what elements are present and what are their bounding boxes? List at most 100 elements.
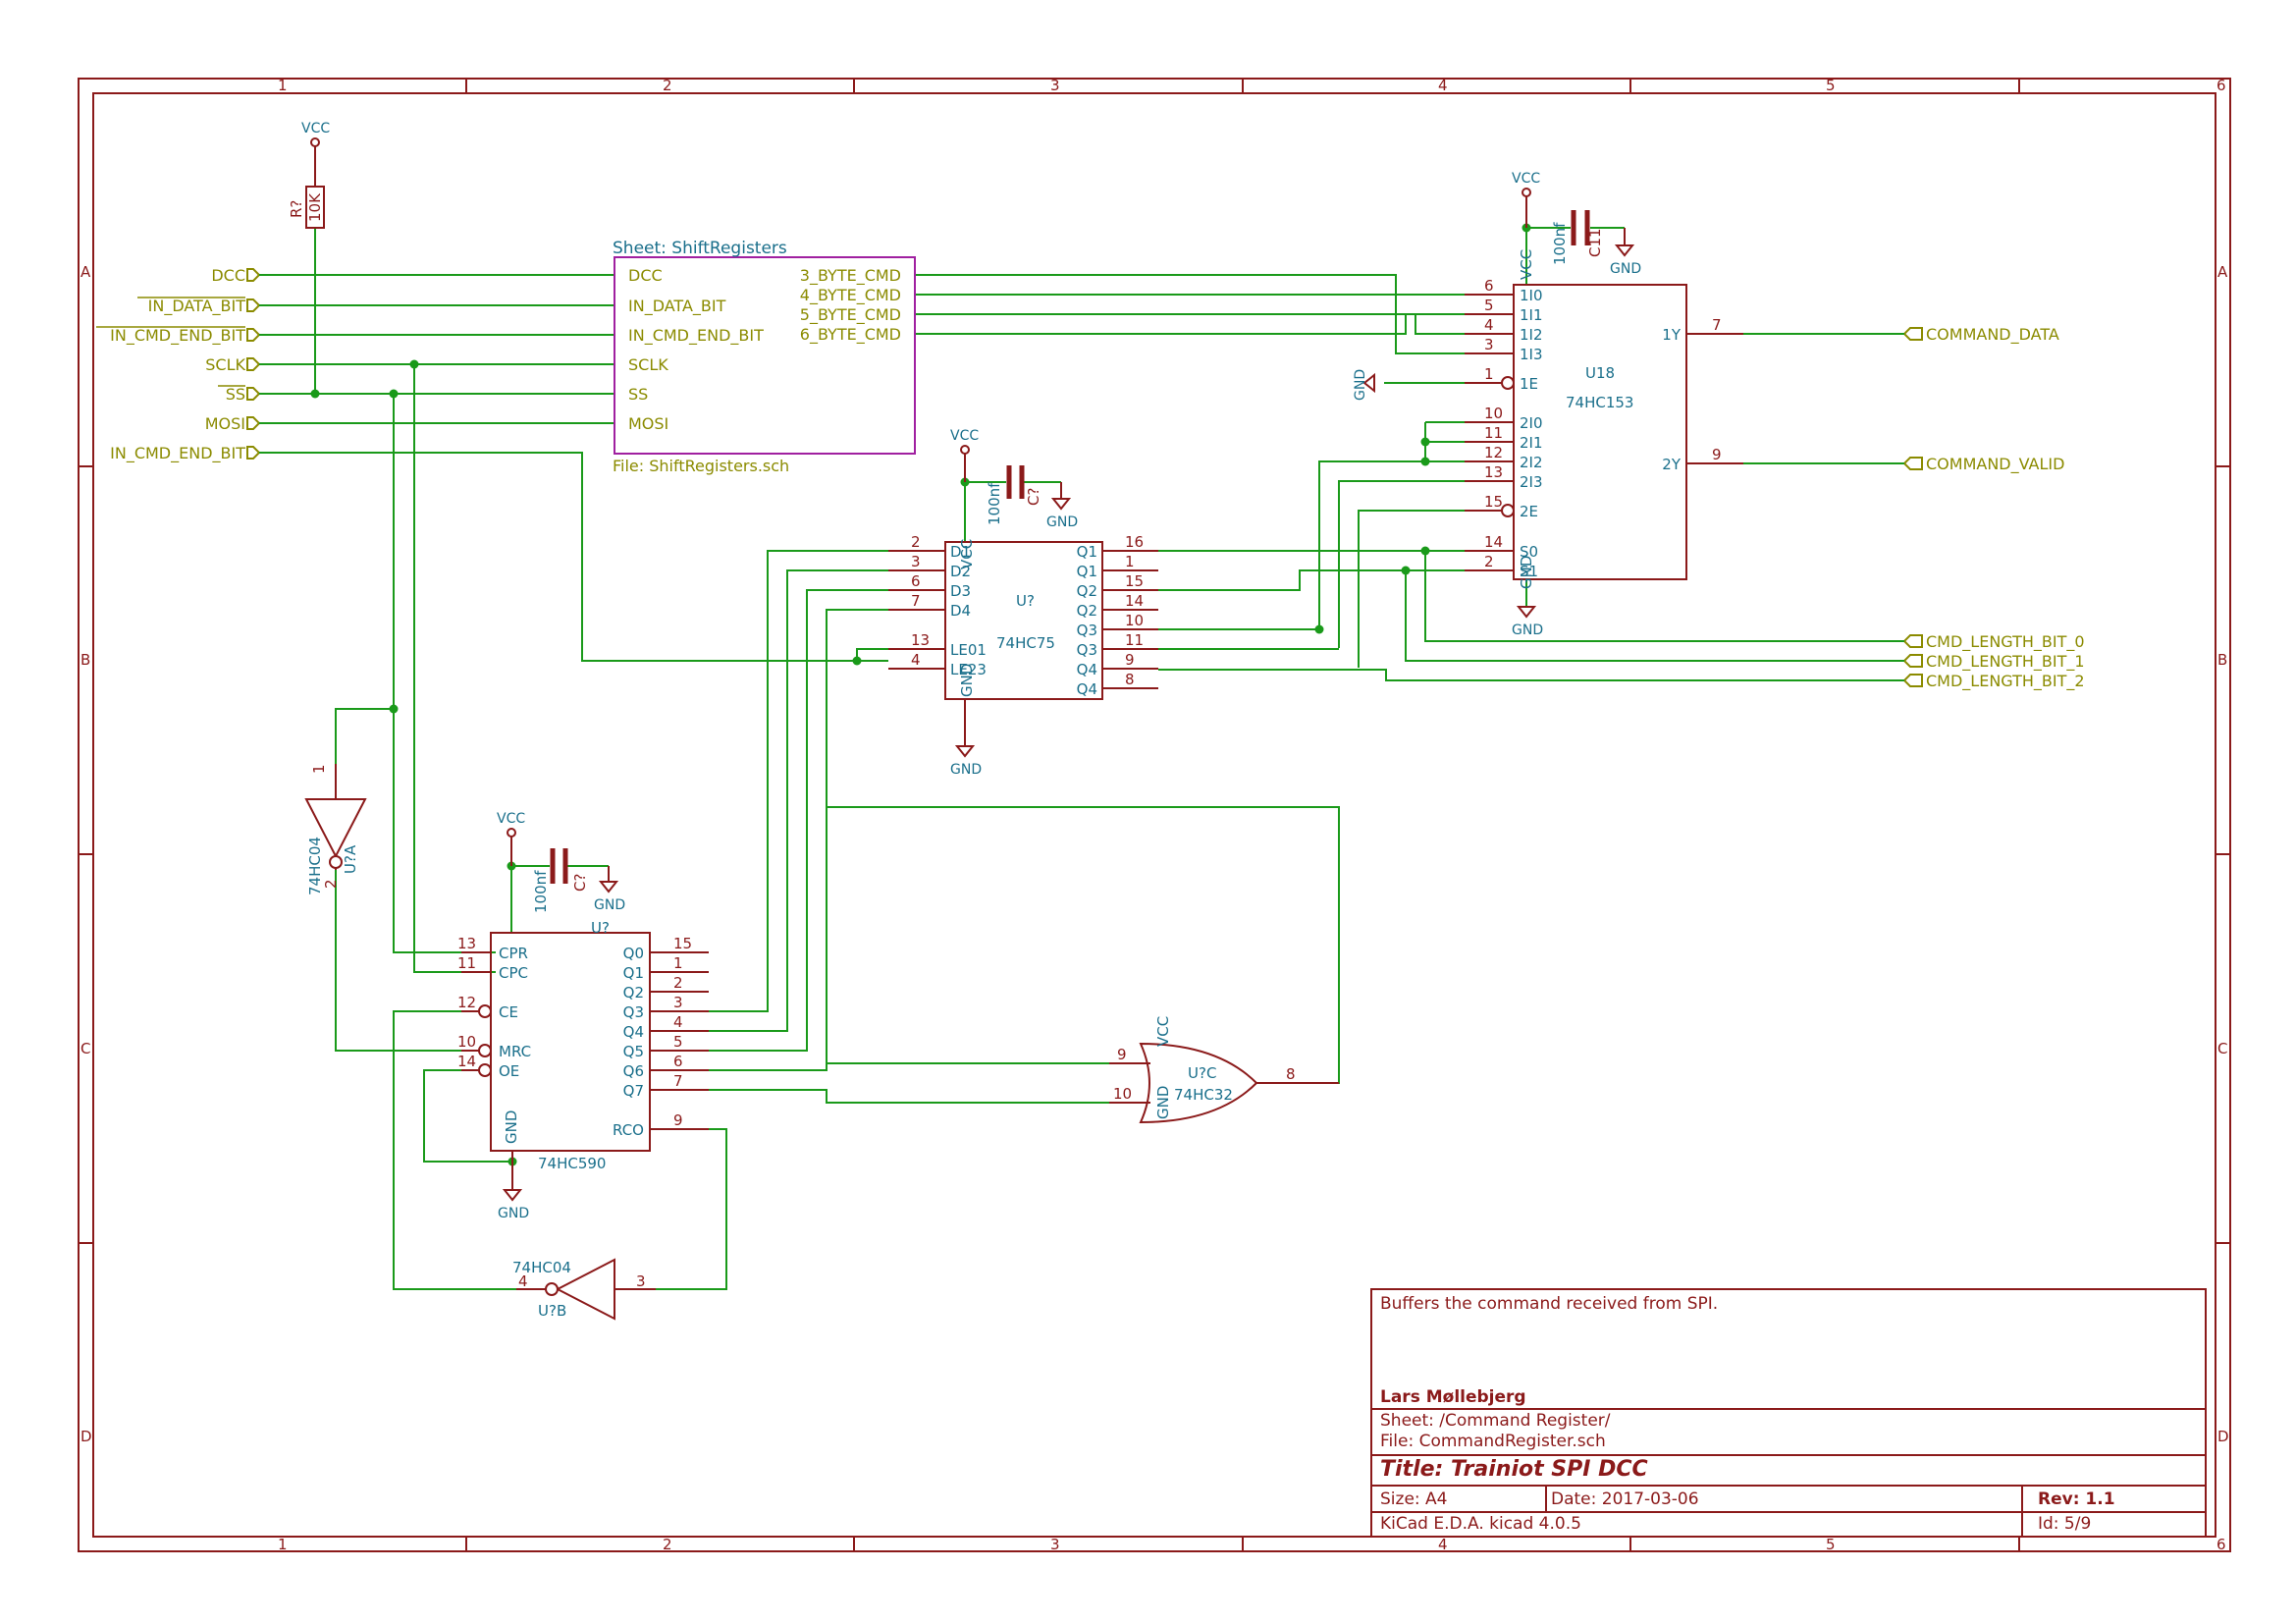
inv-b-part: 74HC04 <box>512 1259 571 1276</box>
u590-part: 74HC590 <box>538 1155 606 1172</box>
right-labels: COMMAND_DATA COMMAND_VALID CMD_LENGTH_BI… <box>1902 325 2085 691</box>
col-label: 2 <box>663 77 672 94</box>
u75-part: 74HC75 <box>996 634 1055 652</box>
sheet-pin-6-byte-cmd: 6_BYTE_CMD <box>800 325 901 345</box>
u75-pin-name: Q2 <box>1077 582 1097 600</box>
or-gate-u-c[interactable]: 9 10 8 U?C 74HC32 VCC GND <box>1109 1016 1339 1124</box>
u75-pin-name: Q4 <box>1077 661 1097 678</box>
ic-u18-74hc153[interactable]: U18 74HC153 61I051I141I231I311E102I0112I… <box>1465 249 1743 589</box>
tb-file: File: CommandRegister.sch <box>1380 1432 1606 1451</box>
col-label: 1 <box>278 1536 288 1553</box>
u18-ref: U18 <box>1585 364 1615 382</box>
u18-pin-num: 4 <box>1484 316 1494 334</box>
col-label: 3 <box>1050 77 1060 94</box>
row-label: B <box>2217 651 2227 669</box>
gnd-label: GND <box>498 1206 529 1221</box>
u590-pin-num: 6 <box>673 1053 683 1070</box>
cap-ref: C? <box>571 874 589 892</box>
tb-size: Size: A4 <box>1380 1489 1447 1509</box>
tb-date: Date: 2017-03-06 <box>1551 1489 1699 1509</box>
sheet-pin-sclk: SCLK <box>628 355 668 374</box>
row-label: D <box>2217 1428 2229 1445</box>
label-cmd-length-bit-1: CMD_LENGTH_BIT_1 <box>1926 652 2085 672</box>
u75-pin-num: 1 <box>1125 553 1135 570</box>
u590-pin-num: 13 <box>457 935 476 952</box>
inv-a-part: 74HC04 <box>306 837 324 895</box>
u18-pin-num: 15 <box>1484 493 1503 511</box>
u75-pin-num: 9 <box>1125 651 1135 669</box>
gnd-label: GND <box>1046 514 1078 530</box>
u18-pin-num: 2 <box>1484 553 1494 570</box>
u75-pin-name: Q1 <box>1077 543 1097 561</box>
u18-pin-num: 6 <box>1484 277 1494 295</box>
gnd-label: GND <box>950 762 982 778</box>
u18-pin-num: 5 <box>1484 297 1494 314</box>
u590-pin-name: Q4 <box>623 1023 644 1041</box>
vcc-label: VCC <box>1512 171 1540 187</box>
u18-pin-num: 13 <box>1484 463 1503 481</box>
cap-value: 100nf <box>532 870 550 913</box>
tb-rev: Rev: 1.1 <box>2038 1489 2115 1509</box>
u590-pin-name: Q2 <box>623 984 644 1001</box>
u590-pin-num: 3 <box>673 994 683 1011</box>
u18-pin-name: 1E <box>1520 375 1538 393</box>
inverter-u-b[interactable]: 3 4 74HC04 U?B <box>512 1258 656 1321</box>
label-in-cmd-end-bit-2: IN_CMD_END_BIT <box>110 444 245 463</box>
label-command-data: COMMAND_DATA <box>1926 325 2059 345</box>
u590-pin-num: 15 <box>673 935 692 952</box>
or-ref: U?C <box>1188 1064 1216 1082</box>
sheet-file: File: ShiftRegisters.sch <box>613 457 789 475</box>
u590-pin-name: OE <box>499 1062 519 1080</box>
row-label: C <box>2217 1040 2227 1057</box>
u590-pin-num: 4 <box>673 1013 683 1031</box>
u18-pin-name: 2I3 <box>1520 473 1543 491</box>
sheet-pin-3-byte-cmd: 3_BYTE_CMD <box>800 266 901 286</box>
row-label: B <box>80 651 90 669</box>
inv-a-pin-in: 1 <box>310 764 328 774</box>
u18-vcc-pin-label: VCC <box>1518 249 1535 280</box>
inv-b-pin-out: 4 <box>518 1272 528 1290</box>
tb-author: Lars Møllebjerg <box>1380 1387 1526 1407</box>
label-ss: SS <box>226 385 245 404</box>
tb-sheet: Sheet: /Command Register/ <box>1380 1411 1611 1431</box>
u590-pin-num: 12 <box>457 994 476 1011</box>
sheet-pin-dcc: DCC <box>628 266 663 285</box>
u18-pin-num: 10 <box>1484 405 1503 422</box>
u75-power: VCC C? 100nf GND GND <box>950 428 1078 778</box>
u590-pin-name: CPR <box>499 945 528 962</box>
u590-power: VCC C? 100nf GND GND <box>497 811 625 1221</box>
or-pin-out: 8 <box>1286 1065 1296 1083</box>
u590-gnd-pin-label: GND <box>503 1110 520 1144</box>
row-label: A <box>80 263 91 281</box>
or-pin-b: 10 <box>1113 1085 1132 1103</box>
col-label: 3 <box>1050 1536 1060 1553</box>
u18-part: 74HC153 <box>1566 394 1633 411</box>
vcc-label: VCC <box>301 121 330 136</box>
label-dcc: DCC <box>211 266 245 285</box>
u75-pin-name: Q3 <box>1077 641 1097 659</box>
sheet-pin-4-byte-cmd: 4_BYTE_CMD <box>800 286 901 305</box>
u590-pin-name: Q0 <box>623 945 644 962</box>
col-label: 5 <box>1826 1536 1836 1553</box>
u18-pin-name: 2I2 <box>1520 454 1543 471</box>
vcc-label: VCC <box>950 428 979 444</box>
u18-pin-name: 1Y <box>1662 326 1682 344</box>
resistor-r[interactable]: VCC 10K R? <box>288 121 330 229</box>
sheet-pin-in-cmd-end-bit: IN_CMD_END_BIT <box>628 326 764 346</box>
row-label: A <box>2217 263 2228 281</box>
u75-pin-num: 3 <box>911 553 921 570</box>
inverter-u-a[interactable]: 1 2 74HC04 U?A <box>304 764 367 895</box>
u590-pin-num: 2 <box>673 974 683 992</box>
u75-pin-name: D3 <box>950 582 971 600</box>
left-labels: DCC IN_DATA_BIT IN_CMD_END_BIT SCLK SS M… <box>96 266 261 463</box>
u18-pin-name: 1I0 <box>1520 287 1543 304</box>
u590-pin-name: CE <box>499 1003 518 1021</box>
u75-pin-num: 13 <box>911 631 930 649</box>
sheet-shiftregisters[interactable]: Sheet: ShiftRegisters File: ShiftRegiste… <box>613 239 916 475</box>
u75-pin-name: LE23 <box>950 661 987 678</box>
resistor-value: 10K <box>306 192 324 222</box>
col-label: 2 <box>663 1536 672 1553</box>
